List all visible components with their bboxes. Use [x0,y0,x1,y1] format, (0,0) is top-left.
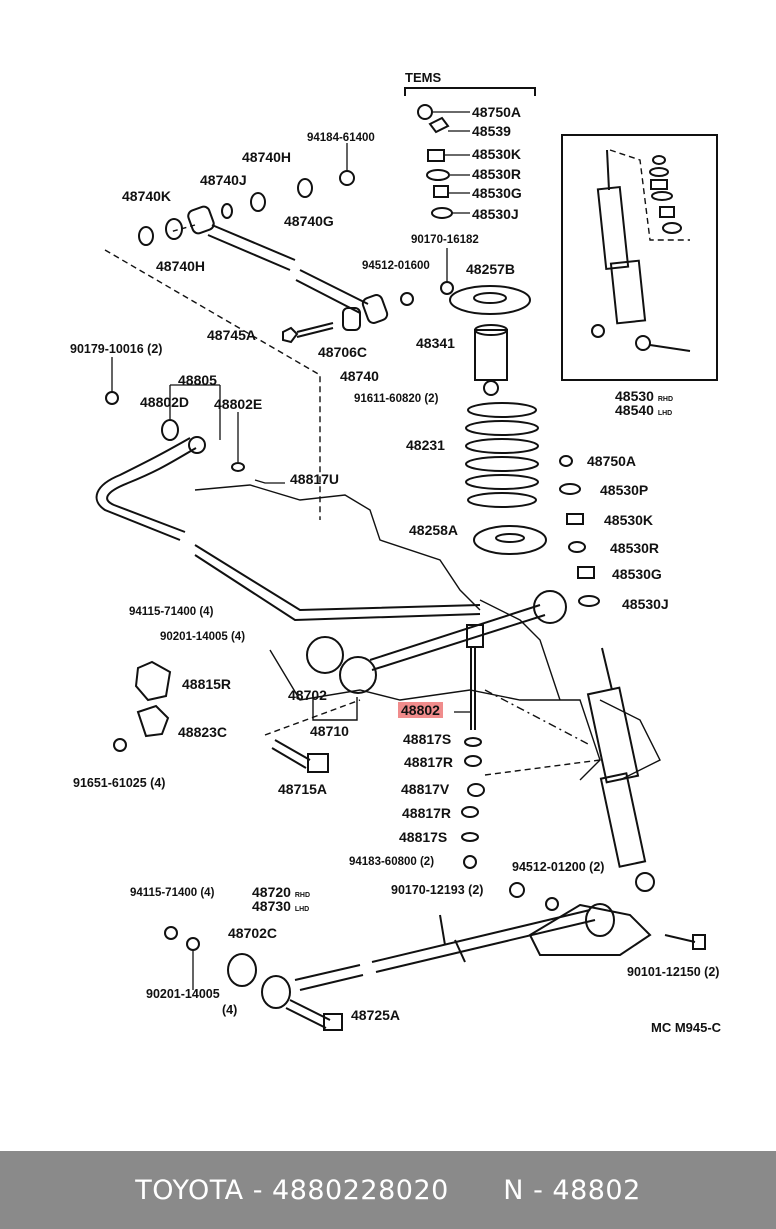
label-48706C: 48706C [318,344,368,360]
label-90101: 90101-12150 (2) [627,965,720,979]
label-48258A: 48258A [409,522,459,538]
label-48231: 48231 [406,437,445,453]
label-48530G-top: 48530G [472,185,522,201]
label-48750A-top: 48750A [472,104,522,120]
bracket-48815R [134,660,172,702]
bushing-48740K [138,226,154,246]
label-48725A: 48725A [351,1007,401,1023]
label-94184: 94184-61400 [307,132,375,144]
box-small-parts [649,155,682,234]
label-90170-16182: 90170-16182 [411,234,479,246]
label-48530K-right: 48530K [604,512,654,528]
label-48815R: 48815R [182,676,232,692]
label-48817S-a: 48817S [403,731,452,747]
label-48530R-top: 48530R [472,166,522,182]
footer-text: TOYOTA - 4880228020 N - 48802 [135,1174,641,1206]
label-48341: 48341 [416,335,455,351]
label-48720: 48720 RHD [252,884,310,900]
label-91611: 91611-60820 (2) [354,393,439,405]
label-94183: 94183-60800 (2) [349,856,435,868]
label-tems: TEMS [405,70,442,85]
label-48257B: 48257B [466,261,516,277]
label-48750A-right: 48750A [587,453,637,469]
label-90170-12193: 90170-12193 (2) [391,883,484,897]
bushing-48740H [165,218,183,240]
label-48802D: 48802D [140,394,190,410]
lateral-rod [369,590,567,671]
lower-control-arm [227,903,652,1009]
shock-detail-box [561,134,718,381]
label-48702: 48702 [288,687,327,703]
spring-seat-lower [473,525,547,555]
box-shock-absorber [591,149,691,352]
label-48530J-top: 48530J [472,206,519,222]
label-48530K-top: 48530K [472,146,522,162]
label-48530R-right: 48530R [610,540,660,556]
label-48817S-b: 48817S [399,829,448,845]
label-48817V: 48817V [401,781,450,797]
label-90201-bot: 90201-14005 [146,987,220,1001]
label-48540: 48540 LHD [615,402,673,418]
label-48823C: 48823C [178,724,228,740]
nut-94184 [339,170,355,186]
label-48740J: 48740J [200,172,247,188]
label-48817R-a: 48817R [404,754,454,770]
label-48740: 48740 [340,368,379,384]
label-48730: 48730 LHD [252,898,310,914]
bushing-48740J [221,203,233,219]
label-48805: 48805 [178,372,217,388]
label-94115-bot: 94115-71400 (4) [130,887,215,899]
lower-shock-absorber [586,647,655,892]
stabilizer-link [466,624,484,730]
reference-code: MC M945-C [651,1020,722,1035]
label-48745A: 48745A [207,327,257,343]
label-90179: 90179-10016 (2) [70,342,163,356]
bolt-48715A [271,739,329,773]
label-48740G: 48740G [284,213,334,229]
label-48530J-right: 48530J [622,596,669,612]
label-48802-highlighted: 48802 [398,702,443,718]
label-48715A: 48715A [278,781,328,797]
label-48740H-top: 48740H [242,149,292,165]
tems-bracket [404,87,536,96]
label-48530-cab: 48530 RHD [615,388,673,404]
label-48817U: 48817U [290,471,340,487]
label-94512-01600: 94512-01600 [362,260,430,272]
label-48740H-bot: 48740H [156,258,206,274]
label-91651: 91651-61025 (4) [73,776,166,790]
label-48530G-right: 48530G [612,566,662,582]
tems-small-parts [417,104,453,219]
spring-seat-upper [449,285,531,315]
bracket-48823C [136,704,170,738]
rear-suspension-drawing [95,87,718,1031]
label-48530P: 48530P [600,482,649,498]
coil-spring [465,402,539,508]
label-48817R-b: 48817R [402,805,452,821]
bushing-48740G [297,178,313,198]
label-48702C: 48702C [228,925,278,941]
rod-bushings-48702 [306,636,377,694]
label-48802E: 48802E [214,396,263,412]
label-94115-top: 94115-71400 (4) [129,606,214,618]
upper-control-arm [187,205,389,344]
label-90201-top: 90201-14005 (4) [160,631,246,643]
footer-bar: TOYOTA - 4880228020 N - 48802 [0,1151,776,1229]
parts-diagram: TEMS 48750A 48539 48530K 48530R 48530G 4… [70,70,722,1035]
label-94512-01200: 94512-01200 (2) [512,860,605,874]
label-48740K: 48740K [122,188,172,204]
bump-stopper [474,324,508,381]
bushing-48740H-top [250,192,266,212]
label-48539: 48539 [472,123,511,139]
label-90201-bot-qty: (4) [222,1003,238,1017]
label-48710: 48710 [310,723,349,739]
